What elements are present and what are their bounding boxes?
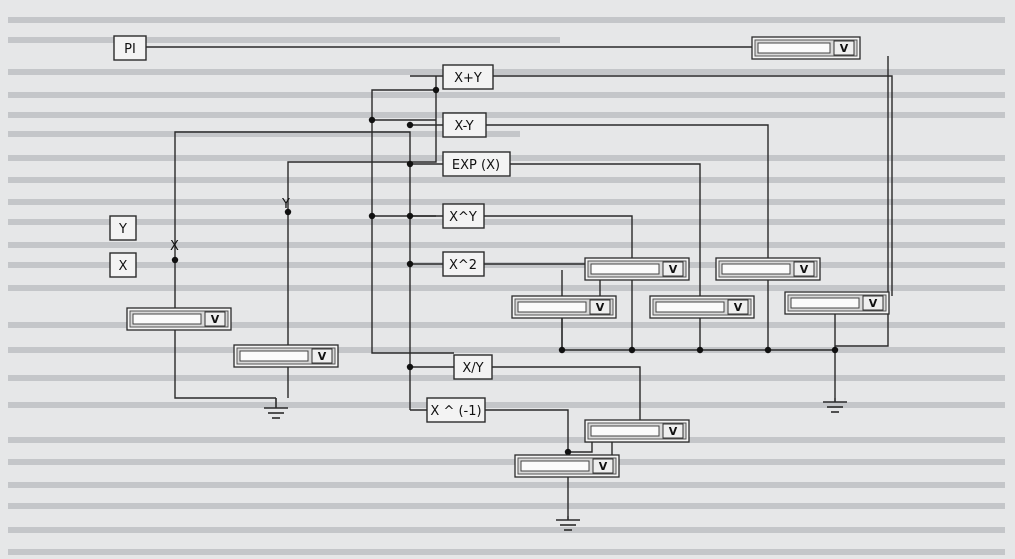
meter-unit-label: V [318,350,327,363]
meter-display [721,263,791,275]
meter-unit-button[interactable] [204,311,226,327]
junction-dot [284,208,292,216]
wire-pi-meter-ground [835,56,889,347]
meter-display [517,301,587,313]
meter-unit-button[interactable] [311,348,333,364]
meter-power[interactable]: V [584,257,690,281]
background-text-texture [8,17,1005,555]
meter-display [520,460,590,472]
meter-sum[interactable]: V [784,291,890,315]
junction-dot [558,346,566,354]
block-power[interactable]: X^Y [442,203,485,229]
voltmeters: V V V V V V V V V V [126,36,890,478]
block-difference-label: X-Y [454,119,473,134]
wire-y-bus [287,76,437,212]
meter-display [239,350,309,362]
wire-y-to-div [371,89,454,354]
meter-display [655,301,725,313]
wire-x-bus [174,131,411,410]
ground-symbol [264,398,288,419]
meter-unit-label: V [596,301,605,314]
meter-exp[interactable]: V [649,295,755,319]
block-quotient-label: X/Y [462,361,483,376]
junction-dot [696,346,704,354]
wire-diff-out [486,124,769,262]
meter-unit-button[interactable] [833,40,855,56]
meter-display [757,42,831,54]
meter-unit-button[interactable] [793,261,815,277]
junction-dot [406,260,414,268]
meter-unit-label: V [599,460,608,473]
junction-dot [406,212,414,220]
ground-symbol [823,398,847,413]
meter-unit-label: V [869,297,878,310]
block-quotient[interactable]: X/Y [453,354,493,380]
block-square[interactable]: X^2 [442,251,485,277]
meter-square[interactable]: V [511,295,617,319]
junction-dot [406,363,414,371]
junction-dot [432,86,440,94]
wire-recip-out [485,409,569,458]
block-square-label: X^2 [449,258,477,273]
junction-dot [831,346,839,354]
wires [146,46,893,516]
source-x-label: X [119,259,128,274]
meter-x[interactable]: V [126,307,232,331]
wire-exp-out [510,163,701,300]
meter-unit-label: V [211,313,220,326]
meter-display [590,425,660,437]
node-label-x: X [170,239,179,254]
ground-symbol [556,516,580,531]
meter-difference[interactable]: V [715,257,821,281]
meter-unit-button[interactable] [662,423,684,439]
junction-dot [368,212,376,220]
meter-display [132,313,202,325]
meter-unit-button[interactable] [862,295,884,311]
block-exp-label: EXP (X) [452,158,500,173]
source-y[interactable]: Y [109,215,137,241]
junction-dot [564,448,572,456]
junction-dot [171,256,179,264]
block-difference[interactable]: X-Y [442,112,487,138]
block-reciprocal-label: X ^ (-1) [430,404,481,419]
source-x[interactable]: X [109,252,137,278]
source-y-label: Y [118,222,127,237]
meter-unit-label: V [800,263,809,276]
meter-unit-label: V [669,263,678,276]
wire-sum-out [493,75,893,296]
meter-quotient[interactable]: V [584,419,690,443]
wire-pow-out [484,215,633,262]
meter-unit-label: V [734,301,743,314]
source-pi[interactable]: PI [113,35,147,61]
meter-unit-button[interactable] [662,261,684,277]
wire-sq-out [484,263,601,300]
wire-x-meter-ground [174,330,276,399]
meter-unit-button[interactable] [727,299,749,315]
node-label-y: Y [281,197,290,212]
junction-dot [628,346,636,354]
junction-dot [764,346,772,354]
meter-y[interactable]: V [233,344,339,368]
block-exp[interactable]: EXP (X) [442,151,511,177]
meter-unit-button[interactable] [592,458,614,474]
meter-display [790,297,860,309]
block-reciprocal[interactable]: X ^ (-1) [426,397,486,423]
source-pi-label: PI [124,42,136,57]
wire-div-out [492,366,641,424]
junction-dots [171,86,839,456]
block-sum-label: X+Y [454,71,482,86]
junction-dot [406,121,414,129]
block-power-label: X^Y [449,210,477,225]
meter-unit-button[interactable] [589,299,611,315]
block-sum[interactable]: X+Y [442,64,494,90]
meter-display [590,263,660,275]
meter-reciprocal[interactable]: V [514,454,620,478]
meter-unit-label: V [669,425,678,438]
meter-pi[interactable]: V [751,36,861,60]
junction-dot [406,160,414,168]
junction-dot [368,116,376,124]
meter-unit-label: V [840,42,849,55]
